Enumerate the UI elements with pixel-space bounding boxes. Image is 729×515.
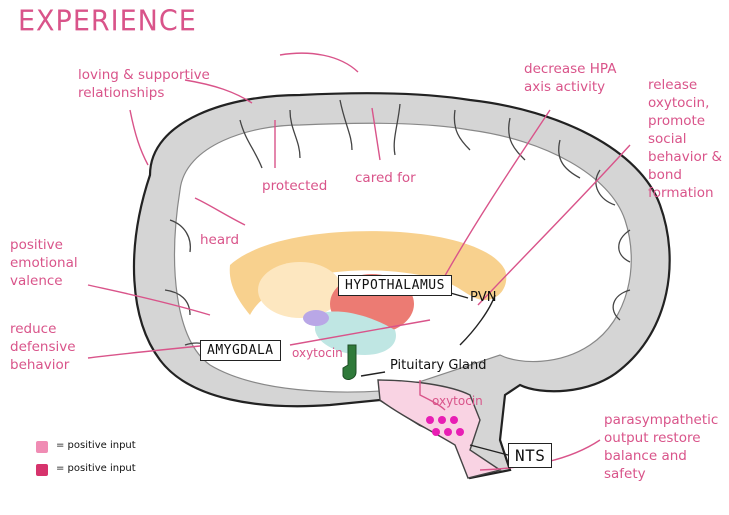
note-heard: heard bbox=[200, 231, 239, 249]
note-parasympathetic: parasympathetic output restore balance a… bbox=[604, 411, 726, 483]
note-hpa: decrease HPA axis activity bbox=[524, 60, 634, 96]
page-title: EXPERIENCE bbox=[18, 5, 197, 38]
legend-swatch-light bbox=[36, 441, 48, 453]
legend-label-dark: = positive input bbox=[56, 463, 136, 474]
note-reduce-defensive: reduce defensive behavior bbox=[10, 320, 90, 374]
label-hypothalamus: HYPOTHALAMUS bbox=[338, 275, 452, 296]
note-release: release oxytocin, promote social behavio… bbox=[648, 76, 726, 202]
note-oxytocin-1: oxytocin bbox=[292, 344, 343, 362]
label-pvn: PVN bbox=[470, 290, 496, 305]
amygdala-region bbox=[303, 310, 329, 326]
note-oxytocin-2: oxytocin bbox=[432, 392, 483, 410]
legend-swatch-dark bbox=[36, 464, 48, 476]
label-pituitary: Pituitary Gland bbox=[390, 358, 487, 373]
note-cared-for: cared for bbox=[355, 169, 416, 187]
note-loving: loving & supportive relationships bbox=[78, 66, 238, 102]
label-nts: NTS bbox=[508, 443, 552, 468]
thalamus bbox=[258, 262, 342, 318]
label-amygdala: AMYGDALA bbox=[200, 340, 281, 361]
note-positive-valence: positive emotional valence bbox=[10, 236, 90, 290]
note-protected: protected bbox=[262, 177, 327, 195]
legend-label-light: = positive input bbox=[56, 440, 136, 451]
